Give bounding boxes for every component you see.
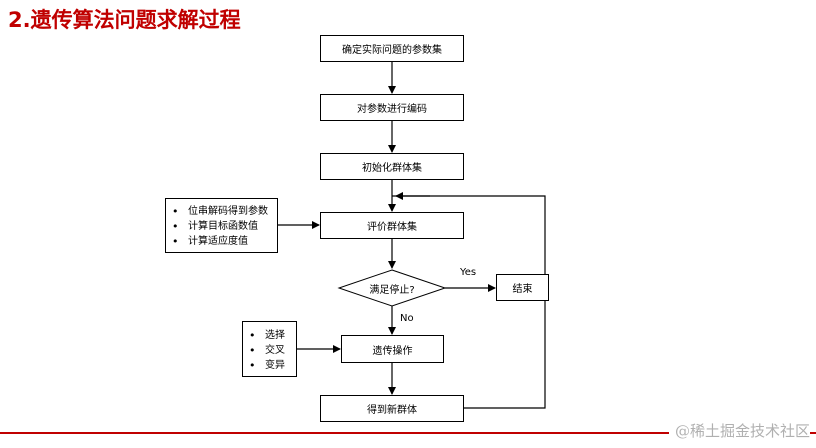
evaluate-note-fitness: 计算适应度值 — [166, 234, 277, 249]
no-label: No — [400, 313, 414, 324]
step-new-population: 得到新群体 — [320, 395, 464, 422]
step-init-population: 初始化群体集 — [320, 153, 464, 180]
step-define-parameters: 确定实际问题的参数集 — [320, 35, 464, 62]
evaluate-notes-box: 位串解码得到参数 计算目标函数值 计算适应度值 — [165, 198, 278, 253]
evaluate-note-objective: 计算目标函数值 — [166, 219, 277, 234]
operation-notes-box: 选择 交叉 变异 — [242, 321, 297, 377]
decision-label: 满足停止? — [369, 284, 415, 296]
watermark: @稀土掘金技术社区 — [668, 420, 810, 441]
slide-title: 2.遗传算法问题求解过程 — [8, 8, 241, 32]
operation-note-selection: 选择 — [243, 328, 296, 343]
yes-label: Yes — [460, 267, 477, 278]
operation-note-crossover: 交叉 — [243, 343, 296, 358]
step-encode-parameters: 对参数进行编码 — [320, 94, 464, 121]
step-evaluate-population: 评价群体集 — [320, 212, 464, 239]
step-end: 结束 — [496, 274, 549, 301]
operation-note-mutation: 变异 — [243, 358, 296, 373]
step-genetic-operations: 遗传操作 — [341, 335, 444, 363]
footer-divider — [0, 432, 816, 434]
evaluate-note-decode: 位串解码得到参数 — [166, 204, 277, 219]
loop-back-line — [392, 195, 546, 409]
